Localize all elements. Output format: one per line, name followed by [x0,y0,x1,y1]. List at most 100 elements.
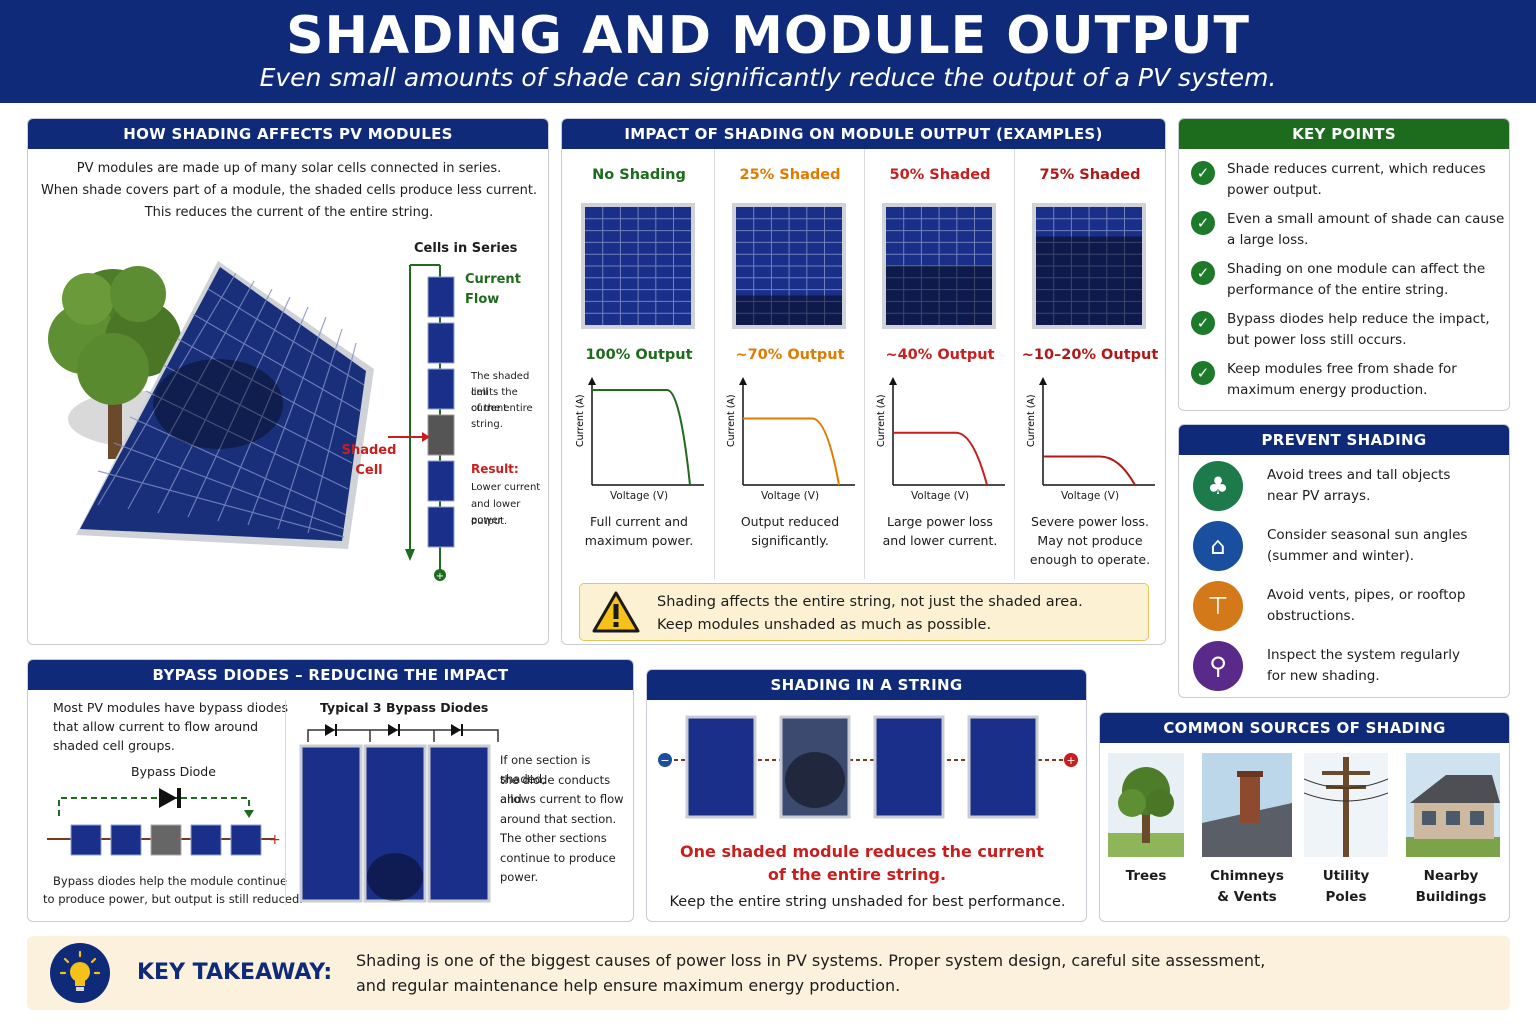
key-point-item: ✓ Bypass diodes help reduce the impact, … [1191,309,1509,351]
shaded-panel-illustration [48,261,374,549]
impact-desc-line: Output reduced [740,514,840,529]
module-image [581,203,695,329]
how-intro-3: This reduces the current of the entire s… [144,205,434,220]
impact-desc-line: enough to operate. [1029,552,1151,567]
string-red-2: of the entire string. [767,865,947,884]
prevent-line: Avoid vents, pipes, or rooftop [1267,587,1466,603]
prevent-line: Avoid trees and tall objects [1267,467,1451,483]
string-diagram: − + [658,715,1078,819]
how-shading-heading: HOW SHADING AFFECTS PV MODULES [28,119,548,149]
iv-curve: Current (A) [1026,377,1155,486]
key-points-heading: KEY POINTS [1179,119,1509,149]
bypass-heading: BYPASS DIODES – REDUCING THE IMPACT [28,660,633,690]
header-banner: SHADING AND MODULE OUTPUT Even small amo… [0,0,1536,103]
iv-y-axis-label: Current (A) [876,394,887,447]
how-intro-2: When shade covers part of a module, the … [40,183,538,198]
check-icon: ✓ [1191,211,1215,235]
module-image [732,203,846,329]
takeaway-label: KEY TAKEAWAY: [137,960,333,985]
svg-text:+: + [436,571,444,582]
impact-desc-line: Full current and [590,514,688,529]
key-point-item: ✓ Keep modules free from shade for maxim… [1191,359,1509,401]
key-point-line: power output. [1227,182,1322,198]
bypass-side-line: continue to produce [500,850,616,865]
key-point-line: but power loss still occurs. [1227,332,1407,348]
prevent-item: ⊤ Avoid vents, pipes, or rooftop obstruc… [1193,581,1508,633]
result-text-3: output. [471,516,508,527]
shade-level-label: No Shading [592,167,686,183]
output-label: ~70% Output [735,347,845,363]
impact-desc-line: Severe power loss. [1031,514,1149,529]
chimneys-image [1202,753,1292,857]
bypass-side-line: allows current to flow [500,792,624,806]
prevent-line: obstructions. [1267,608,1355,624]
shaded-note-2: limits the current [471,387,518,414]
svg-text:−: − [660,754,669,767]
source-label: Poles [1325,889,1367,905]
iv-x-axis-label: Voltage (V) [760,490,820,502]
output-label: ~10–20% Output [1021,347,1159,363]
bypass-side-line: the diode conducts and [500,772,611,806]
impact-column: 25% Shaded ~70% Output Current (A) Volta… [714,149,864,579]
key-point-item: ✓ Even a small amount of shade can cause… [1191,209,1509,251]
page-title: SHADING AND MODULE OUTPUT [286,6,1250,66]
series-cells [427,276,455,548]
tree-icon: ♣ [1193,461,1243,511]
shaded-cell-label-2: Cell [355,463,383,478]
module-image [882,203,996,329]
key-point-line: a large loss. [1227,232,1309,248]
iv-curve: Current (A) [726,377,855,486]
bypass-side-line: around that section. [500,811,617,826]
shade-level-label: 25% Shaded [739,167,841,183]
key-point-line: Shade reduces current, which reduces [1227,161,1486,177]
trees-image [1108,753,1184,857]
iv-y-axis-label: Current (A) [1026,394,1037,447]
bypass-intro-3: shaded cell groups. [53,738,175,753]
impact-card: IMPACT OF SHADING ON MODULE OUTPUT (EXAM… [561,118,1166,645]
prevent-shading-card: PREVENT SHADING ♣ Avoid trees and tall o… [1178,424,1510,698]
source-label: Buildings [1415,889,1487,905]
shaded-note-3: of the entire string. [471,403,533,430]
impact-desc-line: significantly. [751,533,829,548]
key-point-item: ✓ Shading on one module can affect the p… [1191,259,1509,301]
typical-bypass-label: Typical 3 Bypass Diodes [320,700,489,715]
source-label: Nearby [1423,868,1479,884]
iv-x-axis-label: Voltage (V) [910,490,970,502]
string-red-1: One shaded module reduces the current [680,842,1044,861]
source-label: Chimneys [1210,868,1284,884]
iv-y-axis-label: Current (A) [726,394,737,447]
prevent-item: ♣ Avoid trees and tall objects near PV a… [1193,461,1508,513]
key-point-line: performance of the entire string. [1227,282,1449,298]
takeaway-text-1: Shading is one of the biggest causes of … [356,951,1266,970]
shaded-cell-label-1: Shaded [341,443,397,458]
key-point-line: Bypass diodes help reduce the impact, [1227,311,1490,327]
utility-poles-image [1304,753,1388,857]
impact-column: No Shading 100% Output Current (A) Volta… [564,149,714,579]
impact-column: 75% Shaded ~10–20% Output Current (A) Vo… [1014,149,1164,579]
bypass-side-line: If one section is shaded, [500,753,591,786]
check-icon: ✓ [1191,311,1215,335]
string-card: SHADING IN A STRING − + One shaded modul… [646,669,1087,922]
bypass-diode-label: Bypass Diode [131,764,216,779]
panel-grid [97,272,365,538]
three-bypass-diodes-diagram [299,724,499,903]
source-label: & Vents [1217,889,1277,905]
iv-x-axis-label: Voltage (V) [609,490,669,502]
prevent-item: ⚲ Inspect the system regularly for new s… [1193,641,1508,693]
output-label: 100% Output [585,347,693,363]
how-intro-1: PV modules are made up of many solar cel… [76,161,502,176]
module-image [1032,203,1146,329]
warning-text-2: Keep modules unshaded as much as possibl… [657,617,992,633]
prevent-shading-heading: PREVENT SHADING [1179,425,1509,455]
current-flow-label: Current Flow [465,272,521,307]
prevent-line: near PV arrays. [1267,488,1371,504]
key-point-line: Shading on one module can affect the [1227,261,1486,277]
svg-text:+: + [269,832,281,848]
iv-x-axis-label: Voltage (V) [1060,490,1120,502]
impact-desc-line: maximum power. [584,533,694,548]
warning-text-1: Shading affects the entire string, not j… [657,594,1083,610]
key-point-line: maximum energy production. [1227,382,1428,398]
key-points-card: KEY POINTS ✓ Shade reduces current, whic… [1178,118,1510,411]
iv-curve: Current (A) [876,377,1005,486]
